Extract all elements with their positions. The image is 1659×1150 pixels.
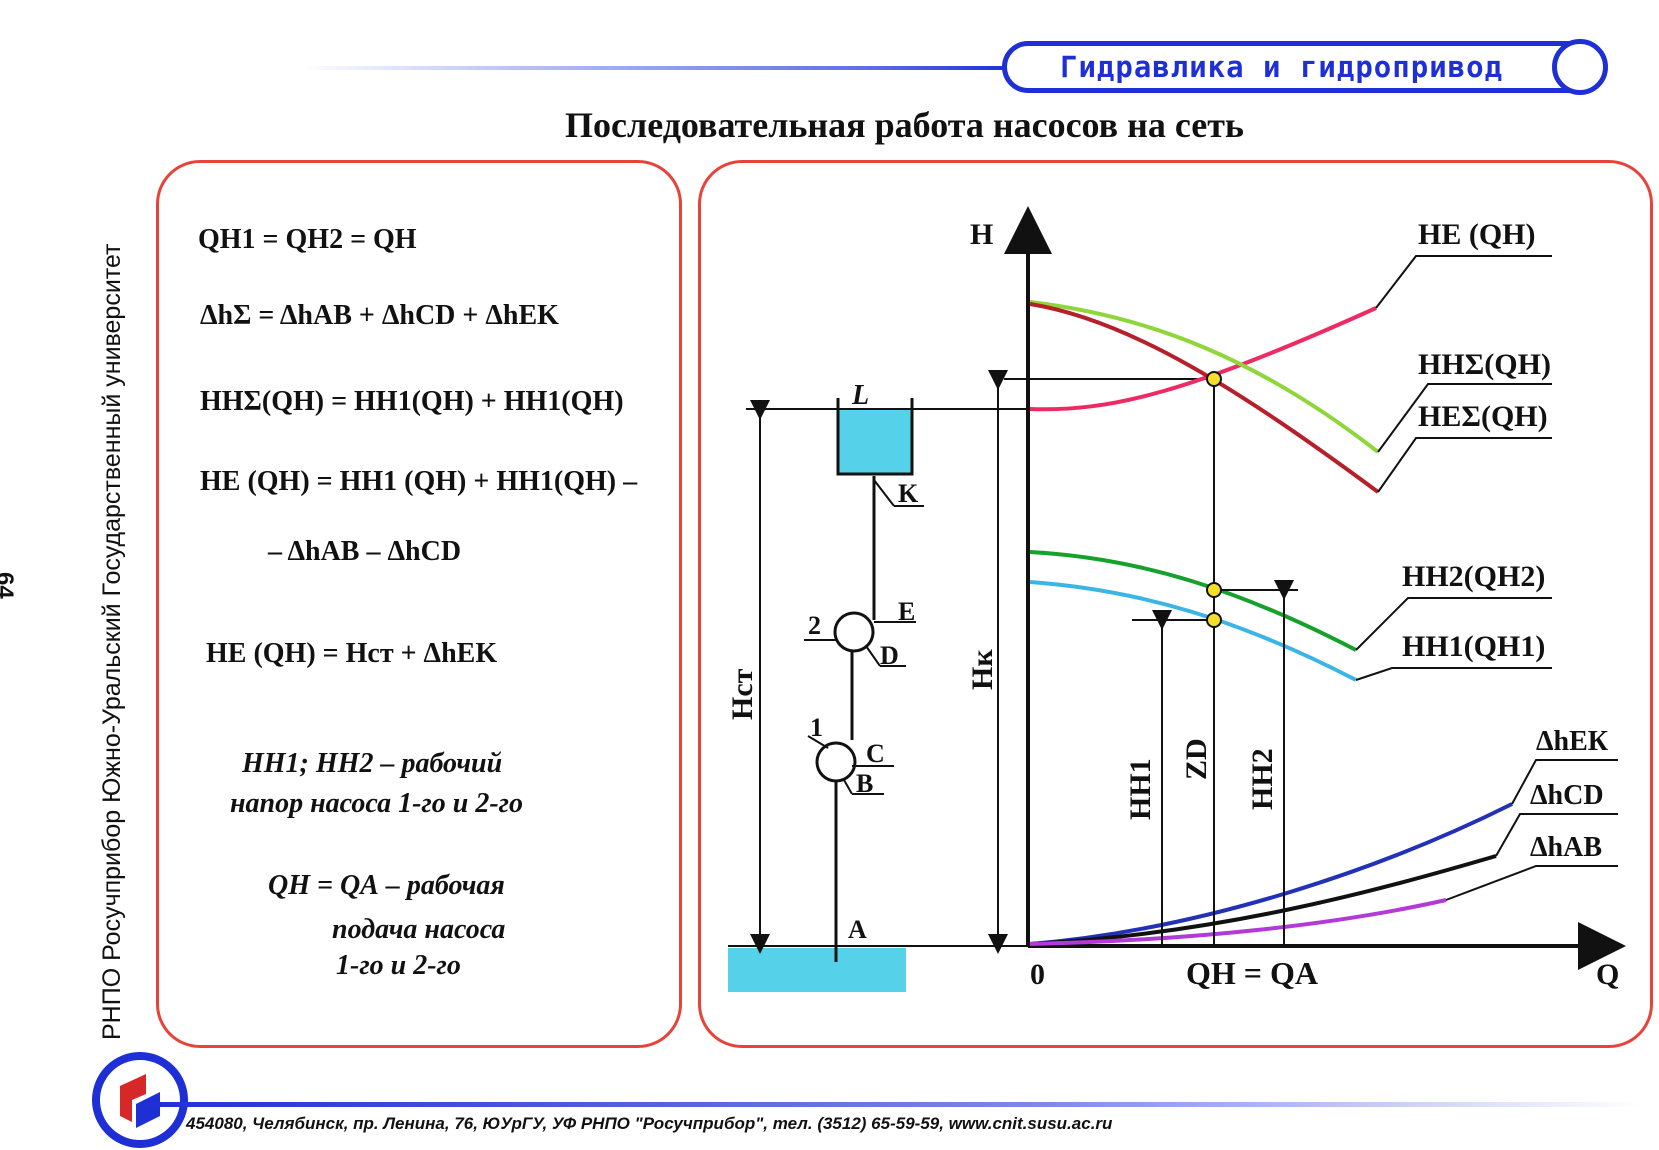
label-curve-dhek: ΔhЕК	[1536, 726, 1609, 757]
header-rule	[300, 66, 1010, 70]
label-E: E	[898, 597, 915, 626]
label-pump-1: 1	[810, 713, 823, 742]
curve-dhek	[1029, 802, 1513, 946]
label-axis-h: H	[970, 218, 993, 251]
upper-tank	[836, 398, 914, 476]
label-L: L	[851, 380, 869, 411]
label-hn1: HН1	[1124, 758, 1157, 820]
label-origin: 0	[1030, 958, 1045, 991]
note-working-flow-line3: 1-го и 2-го	[336, 950, 461, 981]
formulas-panel	[156, 160, 682, 1048]
header-course-pill	[1002, 41, 1600, 93]
operating-point-main	[1206, 371, 1222, 387]
pump-1	[815, 741, 857, 783]
formula-he-line1: HE (QН) = HН1 (QН) + HН1(QН) –	[200, 466, 638, 497]
curve-hes	[1029, 302, 1380, 494]
note-working-head-line2: напор насоса 1-го и 2-го	[230, 788, 523, 819]
pump-2	[833, 611, 875, 653]
note-working-head-line1: HН1; HН2 – рабочий	[242, 748, 503, 779]
note-working-flow-line2: подача насоса	[332, 914, 506, 945]
footer-rule	[140, 1102, 1640, 1107]
label-hst: Hст	[726, 668, 759, 720]
formula-flow-equality: QН1 = QН2 = QН	[198, 224, 417, 255]
curve-hns	[1029, 300, 1380, 454]
label-curve-dhab: ΔhАВ	[1530, 832, 1602, 863]
label-curve-hn2: HН2(QН2)	[1402, 560, 1545, 593]
label-curve-hes: HЕΣ(QН)	[1418, 400, 1548, 433]
curve-hn1	[1029, 580, 1357, 682]
footer-address: 454080, Челябинск, пр. Ленина, 76, ЮУрГУ…	[186, 1114, 1113, 1133]
label-D: D	[880, 641, 899, 670]
formula-sum-head: HНΣ(QН) = HН1(QН) + HН1(QН)	[200, 386, 624, 417]
label-qn-qa: QН = QА	[1186, 955, 1318, 991]
label-zd: ZD	[1180, 738, 1213, 780]
formula-he-line2: – ΔhAB – ΔhCD	[268, 536, 462, 567]
label-A: A	[848, 915, 867, 944]
curve-he	[1029, 306, 1377, 412]
page-title: Последовательная работа насосов на сеть	[565, 105, 1244, 145]
lower-reservoir	[728, 948, 906, 992]
diagram-panel	[698, 160, 1653, 1048]
curve-dhcd	[1029, 854, 1497, 946]
label-hn2: HН2	[1246, 748, 1279, 810]
course-title: Гидравлика и гидропривод	[1060, 50, 1504, 84]
header-pill-end-circle	[1552, 39, 1608, 95]
label-curve-hns: HНΣ(QН)	[1418, 348, 1551, 381]
operating-point-pump2	[1206, 582, 1222, 598]
note-working-flow-line1: QН = QА – рабочая	[268, 870, 505, 901]
operating-point-pump1	[1206, 612, 1222, 628]
upper-tank-water	[838, 410, 912, 474]
label-B: B	[856, 769, 873, 798]
curve-hn2	[1029, 550, 1357, 652]
formula-he-static: HE (QН) = Hст + ΔhEK	[206, 638, 498, 669]
label-axis-q: Q	[1596, 958, 1619, 991]
label-curve-he: HЕ (QН)	[1418, 218, 1536, 251]
label-curve-hn1: HН1(QН1)	[1402, 630, 1545, 663]
label-curve-dhcd: ΔhCD	[1530, 780, 1604, 811]
label-pump-2: 2	[808, 611, 821, 640]
rnpo-logo-icon	[92, 1052, 188, 1148]
label-hk: Hк	[966, 649, 999, 690]
formula-total-losses: ΔhΣ = ΔhAB + ΔhCD + ΔhEK	[200, 300, 559, 331]
curve-dhab	[1029, 898, 1447, 946]
label-C: C	[866, 739, 885, 768]
label-K: K	[898, 479, 919, 508]
